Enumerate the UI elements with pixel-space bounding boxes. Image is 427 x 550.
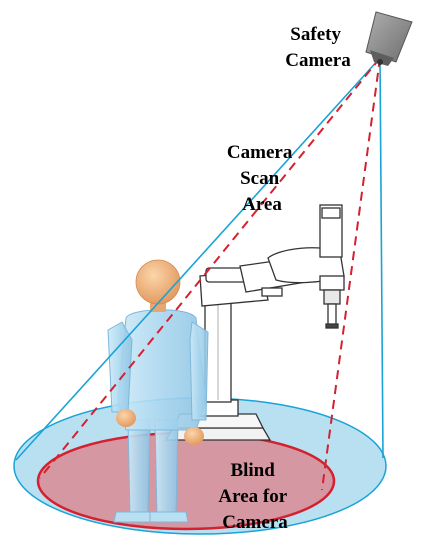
camera-icon [365, 11, 413, 66]
label-scan-area-line3: Area [242, 194, 282, 215]
label-scan-area: Camera Scan Area [227, 142, 297, 215]
label-safety-camera-line1: Safety [290, 24, 341, 45]
label-safety-camera: Safety Camera [285, 24, 351, 71]
label-scan-area-line1: Camera [227, 142, 293, 163]
label-blind-area-line2: Area for [218, 486, 287, 507]
human-figure [107, 259, 209, 523]
blind-lines [39, 57, 381, 491]
label-blind-area-line1: Blind [230, 460, 275, 481]
label-blind-area: Blind Area for Camera [218, 460, 291, 533]
scan-lines [15, 57, 384, 461]
label-scan-area-line2: Scan [240, 168, 280, 189]
label-safety-camera-line2: Camera [285, 50, 351, 71]
label-blind-area-line3: Camera [222, 512, 288, 533]
